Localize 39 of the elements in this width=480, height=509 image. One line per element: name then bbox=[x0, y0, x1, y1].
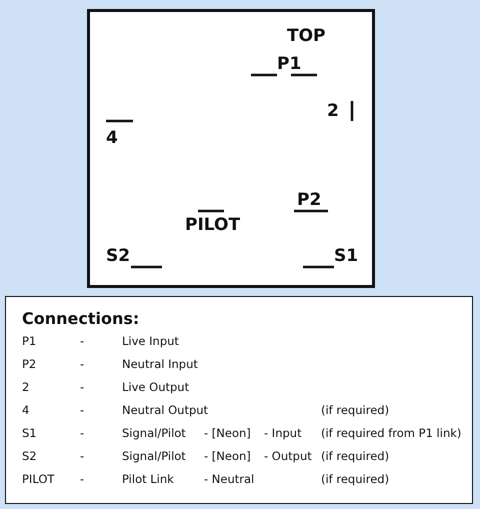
note-text: (if required) bbox=[321, 451, 390, 462]
connection-description: Signal/Pilot bbox=[122, 451, 186, 462]
terminal-label: PILOT bbox=[185, 217, 240, 234]
separator-dash: - bbox=[80, 474, 84, 486]
note-text: - [Neon] bbox=[204, 428, 251, 440]
note-text: (if required) bbox=[321, 474, 390, 486]
connection-description: Live Input bbox=[122, 336, 179, 348]
terminal-code: P2 bbox=[22, 359, 36, 370]
separator-dash: - bbox=[80, 382, 84, 394]
note-text: (if required from P1 link) bbox=[321, 428, 462, 440]
orientation-label: TOP bbox=[287, 28, 326, 45]
terminal-code: S2 bbox=[22, 451, 37, 462]
terminal-code: PILOT bbox=[22, 474, 54, 486]
terminal-code: 2 bbox=[22, 382, 30, 394]
note-text: - [Neon] bbox=[204, 451, 251, 462]
separator-dash: - bbox=[80, 336, 84, 348]
connection-description: Pilot Link bbox=[122, 474, 174, 486]
separator-dash: - bbox=[80, 359, 84, 370]
terminal-label: S1 bbox=[334, 248, 358, 265]
terminal-label: 4 bbox=[106, 130, 118, 147]
terminal-label: P2 bbox=[297, 192, 322, 209]
separator-dash: - bbox=[80, 405, 84, 416]
terminal-label: S2 bbox=[106, 248, 130, 265]
separator-dash: - bbox=[80, 451, 84, 462]
terminal-label: P1 bbox=[277, 56, 302, 73]
terminal-code: 4 bbox=[22, 405, 30, 416]
terminal-code: S1 bbox=[22, 428, 37, 440]
connection-description: Live Output bbox=[122, 382, 190, 394]
note-text: - Output bbox=[264, 451, 312, 462]
connection-description: Signal/Pilot bbox=[122, 428, 186, 440]
terminal-label: 2 bbox=[327, 103, 339, 120]
note-text: - Input bbox=[264, 428, 302, 440]
separator-dash: - bbox=[80, 428, 84, 440]
note-text: (if required) bbox=[321, 405, 390, 416]
note-text: - Neutral bbox=[204, 474, 254, 486]
connection-description: Neutral Output bbox=[122, 405, 208, 416]
connection-description: Neutral Input bbox=[122, 359, 198, 370]
terminal-code: P1 bbox=[22, 336, 36, 348]
connections-heading: Connections: bbox=[22, 311, 140, 327]
